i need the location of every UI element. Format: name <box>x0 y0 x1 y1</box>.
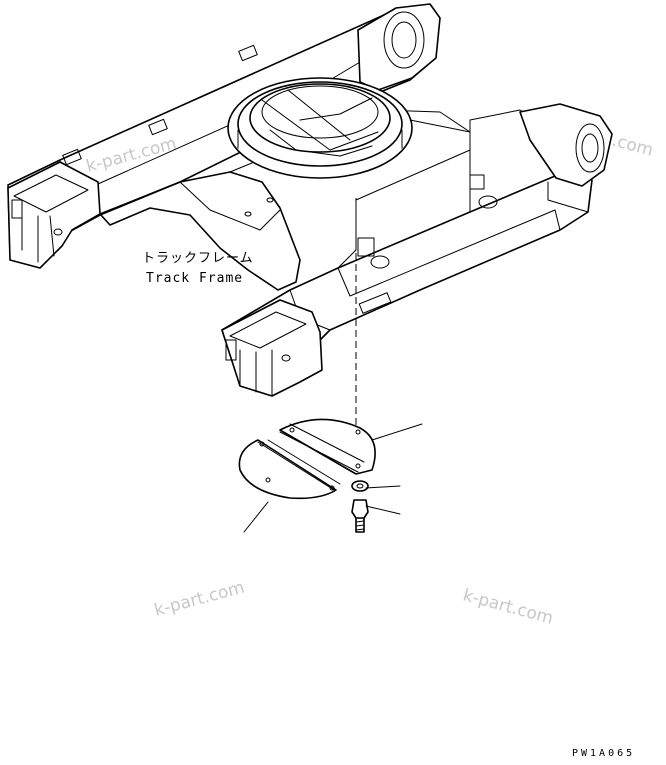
watermark-text: k-part.com <box>84 134 179 177</box>
track-frame-label-en: Track Frame <box>146 271 243 286</box>
frame-lower-left-end <box>221 299 323 397</box>
washer <box>351 480 369 492</box>
frame-upper-right-end <box>357 3 441 91</box>
swing-circle <box>227 77 413 179</box>
watermark-text: k-part.com <box>461 586 556 629</box>
frame-upper-left-end <box>7 161 101 269</box>
cover-plate-lower <box>238 439 341 500</box>
track-frame-drawing <box>7 3 613 397</box>
leader-lines <box>243 423 423 533</box>
track-frame-label-jp: トラックフレーム <box>142 251 254 266</box>
bolt <box>351 499 369 533</box>
frame-center-body <box>99 171 301 291</box>
watermark-text: k-part.com <box>152 578 247 621</box>
cover-plate-upper <box>279 418 376 475</box>
drawing-code: PW1A065 <box>572 748 635 759</box>
